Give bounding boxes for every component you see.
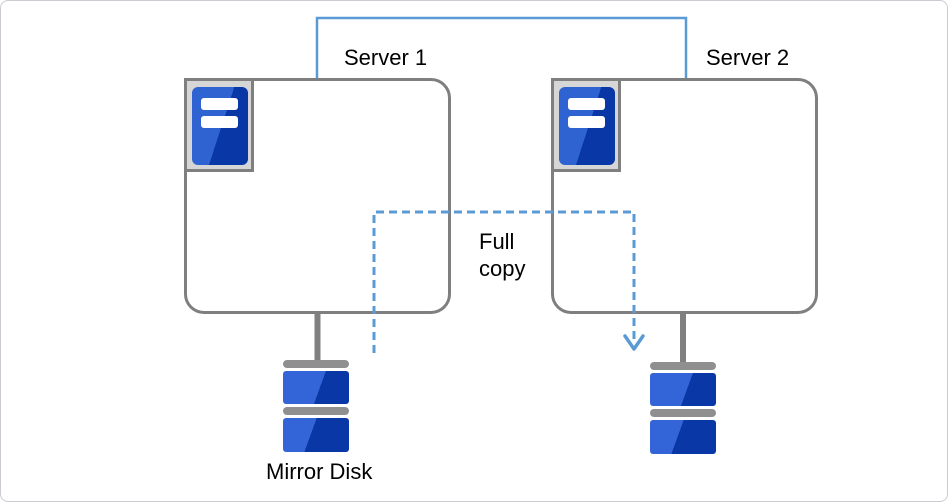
mirror-disk-icon: [283, 360, 349, 452]
server-slot-icon: [568, 116, 605, 128]
disk-platter: [283, 371, 349, 404]
full-copy-label-line2: copy: [479, 256, 526, 281]
server-slot-icon: [201, 98, 238, 110]
disk-platter: [283, 418, 349, 452]
server-tower-icon: [192, 87, 248, 165]
disk-separator: [650, 409, 716, 417]
server-tower-icon: [559, 87, 615, 165]
disk-platter: [650, 420, 716, 454]
arrow-down-icon: [623, 334, 645, 351]
disk-cap: [650, 362, 716, 370]
server1-label: Server 1: [344, 45, 428, 70]
disk-separator: [283, 407, 349, 415]
full-copy-label: Full copy: [479, 228, 525, 282]
server-slot-icon: [568, 98, 605, 110]
server2-label: Server 2: [706, 45, 790, 70]
server-slot-icon: [201, 116, 238, 128]
server1-icon-frame: [184, 78, 254, 172]
full-copy-label-line1: Full: [479, 229, 515, 254]
mirror-disk-label: Mirror Disk: [266, 459, 373, 484]
disk-platter: [650, 373, 716, 406]
mirror-disk-icon: [650, 362, 716, 454]
server2-icon-frame: [551, 78, 621, 172]
disk-cap: [283, 360, 349, 368]
